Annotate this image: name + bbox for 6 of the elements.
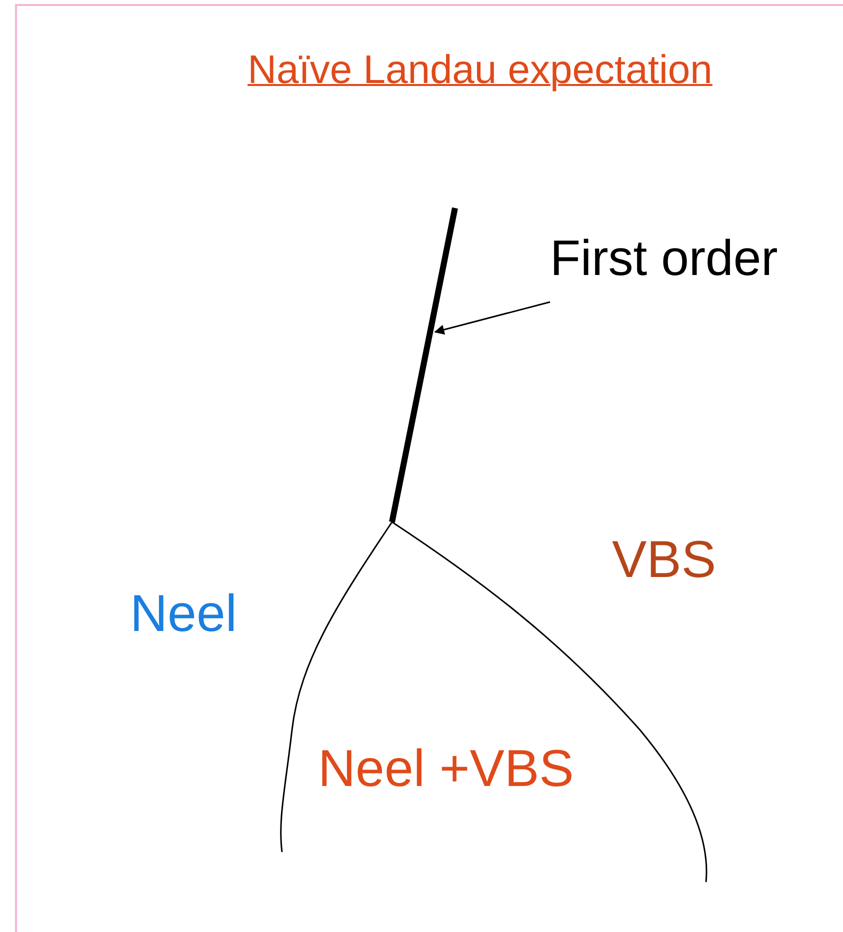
annotation-text: First order bbox=[550, 229, 779, 288]
phase-label: VBS bbox=[612, 530, 716, 590]
phase-label: Neel +VBS bbox=[318, 739, 574, 799]
phase-label: Neel bbox=[130, 584, 237, 644]
leader-arrow bbox=[434, 301, 550, 335]
title: Naïve Landau expectation bbox=[246, 48, 714, 93]
